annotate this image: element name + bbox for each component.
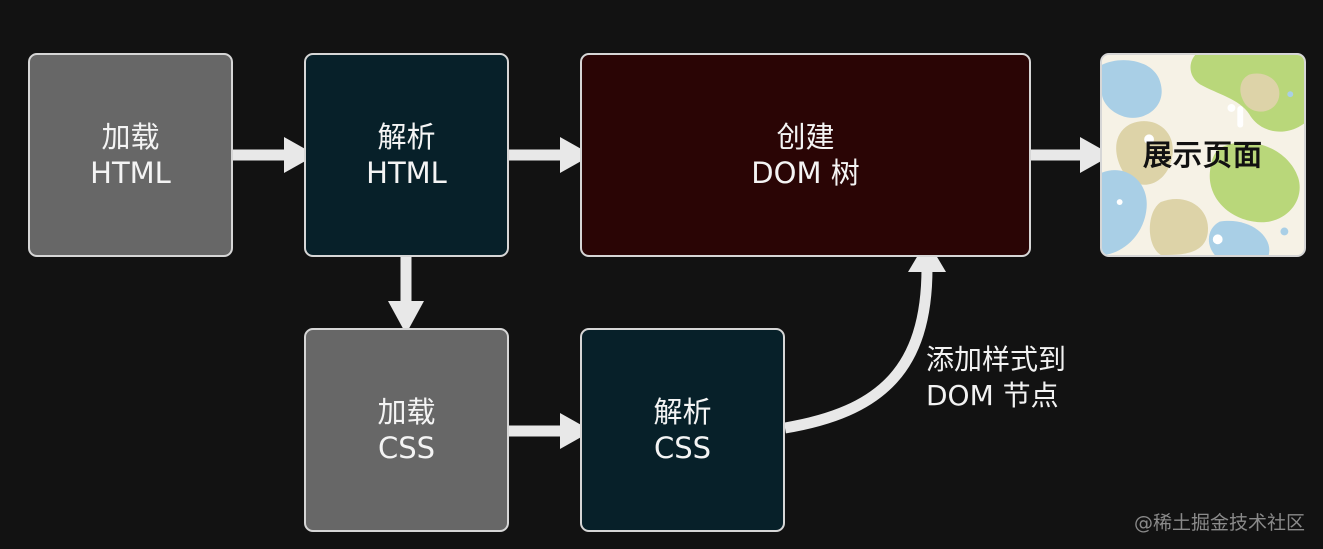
parse-html-line2: HTML <box>366 156 447 190</box>
page-preview-illustration <box>1102 55 1304 255</box>
annotation-line2: DOM 节点 <box>926 379 1059 413</box>
watermark: @稀土掘金技术社区 <box>1133 512 1305 534</box>
load-css-line2: CSS <box>377 431 436 465</box>
arrow-parse-css-to-create-dom <box>784 267 933 434</box>
parse-html-line1: 解析 <box>377 119 436 154</box>
annotation-line1: 添加样式到 <box>926 343 1067 376</box>
arrowhead-load-css <box>388 301 424 334</box>
create-dom-line1: 创建 <box>776 119 835 154</box>
arrowhead-show-page <box>1080 137 1112 173</box>
arrowhead-parse-html <box>284 137 316 173</box>
show-page-label: 展示页面 <box>1142 137 1263 172</box>
arrowhead-parse-css <box>560 413 592 449</box>
load-html-node: 加载 HTML <box>28 53 233 257</box>
parse-html-node: 解析 HTML <box>304 53 509 257</box>
create-dom-line2: DOM 树 <box>751 156 860 190</box>
create-dom-node: 创建 DOM 树 <box>580 53 1031 257</box>
parse-css-node: 解析 CSS <box>580 328 785 532</box>
arrowhead-create-dom <box>560 137 592 173</box>
load-html-line1: 加载 <box>101 119 160 154</box>
parse-css-line1: 解析 <box>653 394 712 429</box>
load-css-node: 加载 CSS <box>304 328 509 532</box>
style-to-dom-annotation: 添加样式到 DOM 节点 <box>926 342 1066 415</box>
show-page-node: 展示页面 <box>1100 53 1306 257</box>
parse-css-line2: CSS <box>653 431 712 465</box>
load-html-line2: HTML <box>90 156 171 190</box>
load-css-line1: 加载 <box>377 394 436 429</box>
